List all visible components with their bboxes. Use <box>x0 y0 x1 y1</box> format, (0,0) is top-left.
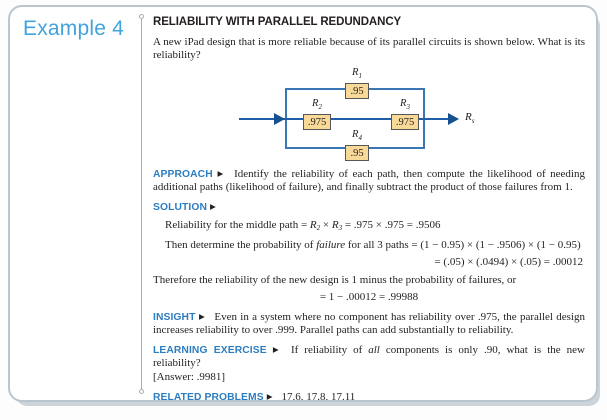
approach-section: APPROACH▶Identify the reliability of eac… <box>153 167 585 195</box>
component-r4-value: .95 <box>345 144 369 161</box>
learning-exercise-label: LEARNING EXERCISE <box>153 344 267 356</box>
example-number-label: Example 4 <box>23 17 125 40</box>
divider-dot-top <box>139 14 144 19</box>
triangle-marker-icon: ▶ <box>210 201 216 211</box>
example-content: RELIABILITY WITH PARALLEL REDUNDANCY A n… <box>142 7 596 400</box>
parallel-circuit-diagram: R1 .95 R2 .975 R3 .975 R4 .95 Rs <box>237 66 497 162</box>
approach-text: Identify the reliability of each path, t… <box>153 167 585 194</box>
learning-exercise-text: If reliability of <box>290 343 369 356</box>
middle-path-line <box>239 117 427 120</box>
triangle-marker-icon: ▶ <box>215 168 226 178</box>
insight-section: INSIGHT▶Even in a system where no compon… <box>153 310 585 338</box>
related-problems-section: RELATED PROBLEMS▶ 17.6, 17.8, 17.11 <box>153 390 585 402</box>
component-r3-value: .975 <box>390 113 420 130</box>
component-r2-label: R2 <box>312 97 322 111</box>
problem-statement: A new iPad design that is more reliable … <box>153 35 585 62</box>
solution-equation-1: Reliability for the middle path = R2 × R… <box>165 218 441 232</box>
triangle-marker-icon: ▶ <box>269 344 282 354</box>
solution-conclusion-text: Therefore the reliability of the new des… <box>153 274 517 287</box>
component-r2-value: .975 <box>302 113 332 130</box>
component-r3-label: R3 <box>400 97 410 111</box>
solution-equation-3: = (.05) × (.0494) × (.05) = .00012 <box>434 255 583 268</box>
component-r4: R4 .95 <box>339 129 375 161</box>
solution-label: SOLUTION <box>153 201 207 213</box>
solution-final-equation: = 1 − .00012 = .99988 <box>319 290 419 303</box>
component-r2: R2 .975 <box>297 98 337 130</box>
divider-dot-bottom <box>139 389 144 394</box>
component-r1-label: R1 <box>352 66 362 80</box>
output-line <box>427 117 455 120</box>
component-r3: R3 .975 <box>385 98 425 130</box>
insight-label: INSIGHT <box>153 311 196 323</box>
learning-exercise-answer: [Answer: .9981] <box>153 370 226 383</box>
approach-label: APPROACH <box>153 168 213 180</box>
input-arrow-icon <box>274 112 285 125</box>
component-r1: R1 .95 <box>339 67 375 99</box>
triangle-marker-icon: ▶ <box>198 311 206 321</box>
learning-exercise-section: LEARNING EXERCISE▶If reliability of all … <box>153 343 585 385</box>
output-arrow-icon <box>448 112 459 125</box>
component-r4-label: R4 <box>352 128 362 142</box>
system-output-label: Rs <box>465 110 475 125</box>
example-card: Example 4 RELIABILITY WITH PARALLEL REDU… <box>8 5 598 402</box>
triangle-marker-icon: ▶ <box>266 391 273 401</box>
solution-equation-2: Then determine the probability of failur… <box>165 239 581 252</box>
solution-section-header: SOLUTION▶ <box>153 200 585 215</box>
learning-exercise-question: components is only .90, what is the new … <box>153 343 585 370</box>
example-sidebar: Example 4 <box>10 7 141 400</box>
related-problems-label: RELATED PROBLEMS <box>153 391 264 402</box>
example-title: RELIABILITY WITH PARALLEL REDUNDANCY <box>153 16 402 28</box>
insight-text: Even in a system where no component has … <box>153 310 585 337</box>
related-problems-list: 17.6, 17.8, 17.11 <box>281 390 356 402</box>
divider-line <box>139 14 144 394</box>
learning-exercise-emphasis: all <box>368 343 380 356</box>
component-r1-value: .95 <box>345 82 369 99</box>
